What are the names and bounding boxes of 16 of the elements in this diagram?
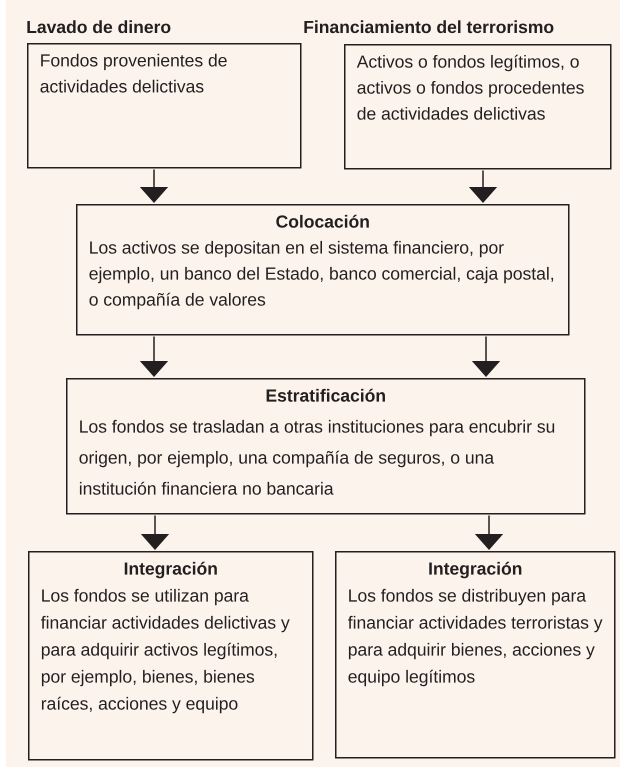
process-box [335, 551, 616, 758]
column-heading: Lavado de dinero [27, 20, 170, 34]
box-heading: Integración [429, 562, 522, 578]
body-text: Los fondos se distribuyen para financiar actividades terroristas y para adquirir bienes, acciones y equipo legítimos [348, 588, 602, 686]
process-box [28, 551, 314, 760]
box-heading: Estratificación [266, 388, 385, 402]
body-text: Los fondos se trasladan a otras instituciones para encubrir su origen, por ejemplo, una compañía de seguros, o una institución financiera no bancaria [80, 420, 554, 495]
process-box [76, 204, 570, 336]
box-heading: Integración [124, 562, 217, 578]
process-box [66, 378, 586, 514]
box-heading: Colocación [276, 214, 369, 228]
column-heading: Financiamiento del terrorismo [304, 20, 554, 34]
body-text: Los fondos se utilizan para financiar actividades delictivas y para adquirir activos legítimos, por ejemplo, bienes, bienes raíces, acciones y equipo [41, 588, 290, 714]
body-text: Los activos se depositan en el sistema financiero, por ejemplo, un banco del Estado, banco comercial, caja postal, o compañía de valores [90, 240, 554, 310]
body-text: Fondos provenientes de actividades delictivas [40, 54, 227, 93]
body-text: Activos o fondos legítimos, o activos o fondos procedentes de actividades delictivas [356, 54, 584, 120]
